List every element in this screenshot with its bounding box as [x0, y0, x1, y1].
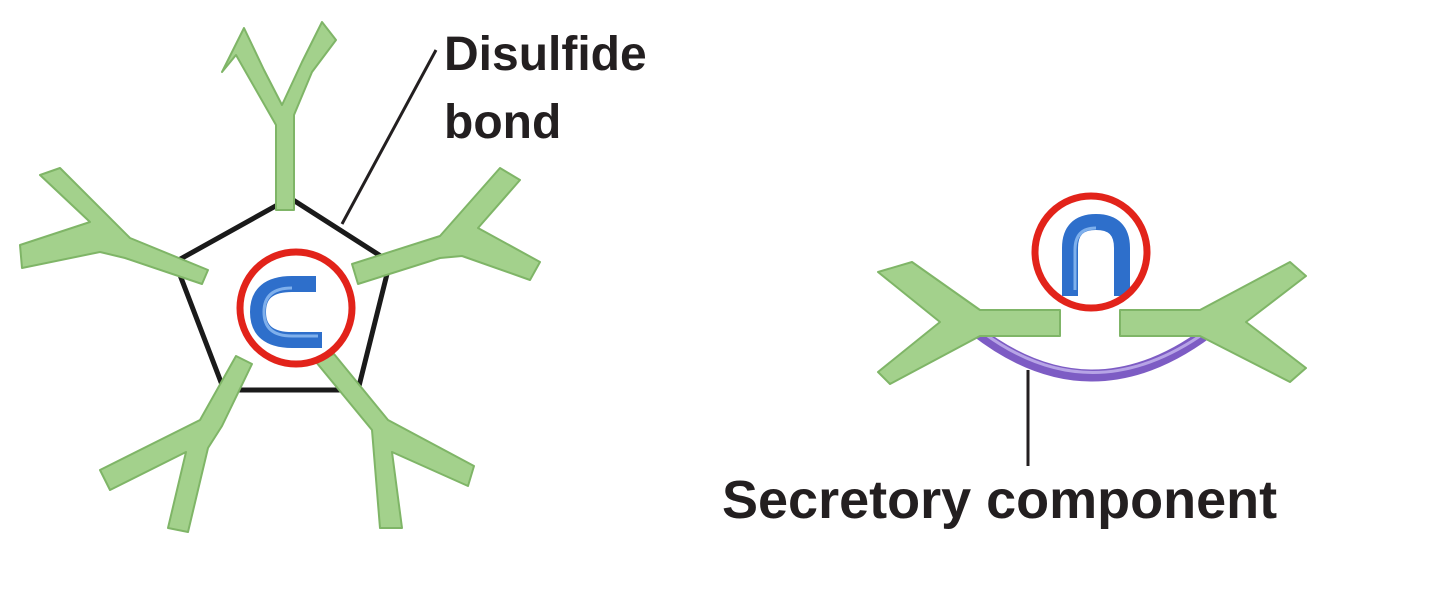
igm-pentamer: [19, 21, 541, 533]
iga-dimer: [877, 192, 1307, 466]
antibody-monomer-lower-left: [99, 355, 253, 533]
iga-monomer-right: [1119, 261, 1307, 383]
antibody-monomer-upper-right: [351, 167, 541, 285]
disulfide-bond-pentagon: [172, 195, 393, 393]
j-chain-iga: [1062, 213, 1130, 296]
disulfide-label-line1: Disulfide: [444, 28, 647, 81]
antibody-monomer-lower-right: [315, 353, 475, 529]
iga-monomer-left: [877, 261, 1061, 385]
antibody-monomer-upper-left: [19, 167, 209, 285]
antibody-monomer-top: [221, 21, 337, 211]
highlight-circle-j-chain-iga: [1031, 192, 1151, 312]
secretory-component-label: Secretory component: [722, 470, 1277, 530]
disulfide-label-line2: bond: [444, 96, 561, 149]
highlight-circle-j-chain: [236, 248, 356, 368]
secretory-component: [969, 324, 1214, 382]
j-chain: [249, 276, 322, 348]
disulfide-leader-line: [340, 49, 438, 225]
